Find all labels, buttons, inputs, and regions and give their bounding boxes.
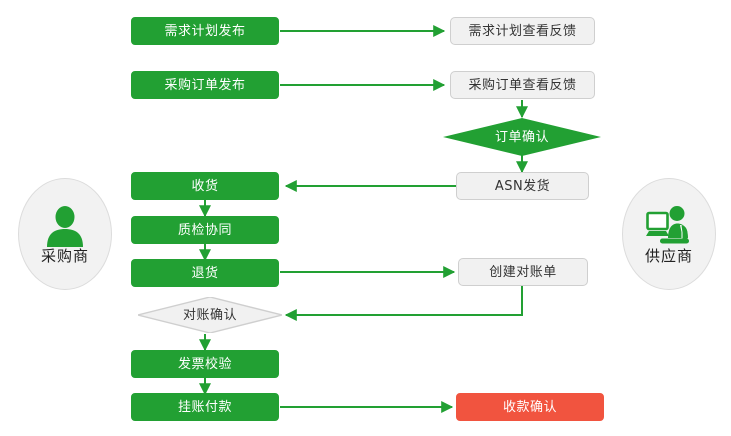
node-purchase-order-publish[interactable]: 采购订单发布 bbox=[131, 71, 279, 99]
actor-buyer-label: 采购商 bbox=[40, 246, 89, 265]
node-create-statement-label: 创建对账单 bbox=[489, 264, 557, 280]
node-goods-receipt[interactable]: 收货 bbox=[131, 172, 279, 200]
order-confirm-diamond-shape bbox=[443, 118, 601, 156]
node-quality-collaboration-label: 质检协同 bbox=[177, 222, 232, 238]
node-return-goods-label: 退货 bbox=[191, 265, 219, 281]
node-statement-confirm-label: 对账确认 bbox=[182, 307, 237, 323]
node-payable-payment[interactable]: 挂账付款 bbox=[131, 393, 279, 421]
node-quality-collaboration[interactable]: 质检协同 bbox=[131, 216, 279, 244]
edge-create-statement-to-statement-confirm bbox=[284, 286, 523, 321]
actor-supplier: 供应商 bbox=[622, 178, 716, 290]
node-statement-confirm[interactable]: 对账确认 bbox=[138, 297, 282, 333]
node-asn-shipment-label: ASN发货 bbox=[494, 178, 551, 194]
node-invoice-verify[interactable]: 发票校验 bbox=[131, 350, 279, 378]
node-payable-payment-label: 挂账付款 bbox=[177, 399, 232, 415]
node-demand-plan-publish-label: 需求计划发布 bbox=[164, 23, 246, 39]
node-purchase-order-feedback[interactable]: 采购订单查看反馈 bbox=[450, 71, 595, 99]
statement-confirm-diamond-shape bbox=[138, 297, 282, 333]
node-demand-plan-feedback-label: 需求计划查看反馈 bbox=[468, 23, 577, 39]
person-computer-icon bbox=[646, 205, 692, 247]
person-icon bbox=[42, 205, 88, 247]
node-goods-receipt-label: 收货 bbox=[191, 178, 219, 194]
node-receipt-confirm[interactable]: 收款确认 bbox=[456, 393, 604, 421]
node-order-confirm[interactable]: 订单确认 bbox=[443, 118, 601, 156]
node-order-confirm-label: 订单确认 bbox=[494, 129, 549, 145]
node-create-statement[interactable]: 创建对账单 bbox=[458, 258, 588, 286]
node-demand-plan-publish[interactable]: 需求计划发布 bbox=[131, 17, 279, 45]
actor-buyer: 采购商 bbox=[18, 178, 112, 290]
node-demand-plan-feedback[interactable]: 需求计划查看反馈 bbox=[450, 17, 595, 45]
node-purchase-order-publish-label: 采购订单发布 bbox=[164, 77, 246, 93]
actor-supplier-label: 供应商 bbox=[644, 246, 693, 265]
node-return-goods[interactable]: 退货 bbox=[131, 259, 279, 287]
node-asn-shipment[interactable]: ASN发货 bbox=[456, 172, 589, 200]
node-purchase-order-feedback-label: 采购订单查看反馈 bbox=[468, 77, 577, 93]
node-receipt-confirm-label: 收款确认 bbox=[502, 399, 557, 415]
node-invoice-verify-label: 发票校验 bbox=[177, 356, 232, 372]
